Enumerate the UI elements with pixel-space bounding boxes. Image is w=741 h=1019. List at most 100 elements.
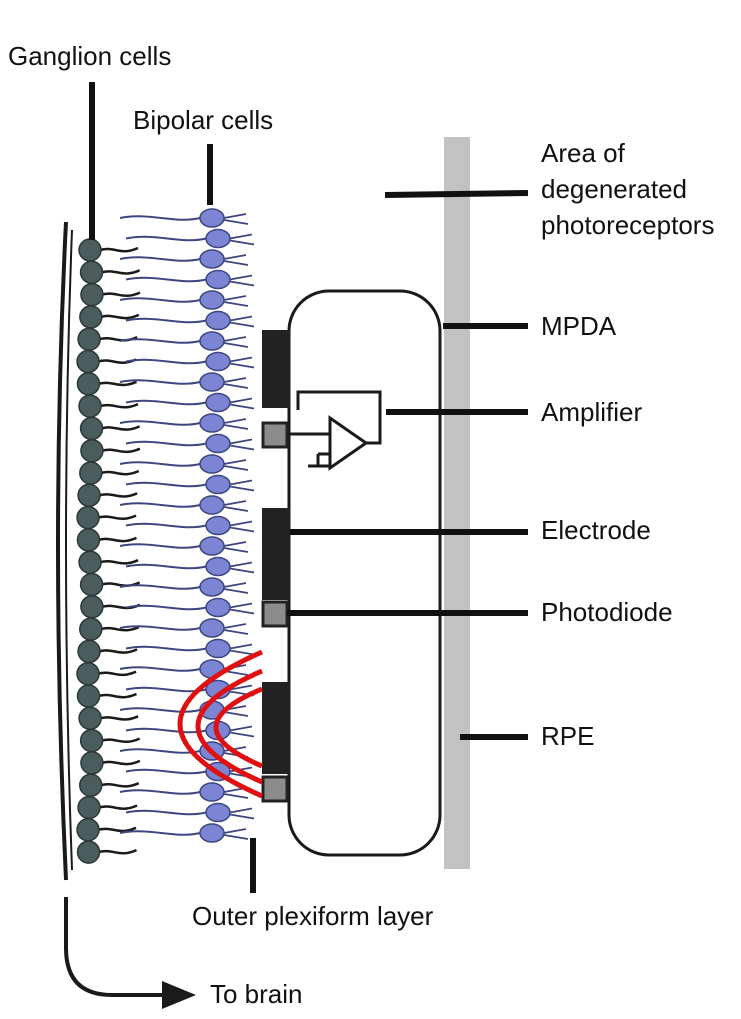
rpe-layer [444,137,470,869]
bipolar-dendrite [223,377,249,389]
bipolar-axon [119,338,201,344]
bipolar-dendrite [223,254,249,266]
photodiode-pad [261,775,289,803]
ganglion-cell [78,238,102,262]
bipolar-axon [125,481,207,488]
bipolar-dendrite [223,459,249,471]
bipolar-axon [119,297,201,303]
bipolar-axon [125,604,207,611]
bipolar-dendrite [223,623,249,635]
bipolar-axon [119,584,201,590]
ganglion-dendrite [100,625,140,632]
stimulation-field-lines [177,649,264,799]
bipolar-axon [125,768,207,775]
ganglion-dendrite [98,492,138,498]
bipolar-axon [119,543,201,549]
bipolar-dendrite [223,295,249,307]
amplifier-triangle-icon [328,415,369,471]
amplifier-circuit [287,390,382,471]
bipolar-cell [199,454,225,474]
bipolar-dendrite [229,479,255,492]
bipolar-cell [205,433,231,454]
ganglion-dendrite [98,804,138,810]
bipolar-dendrite [229,807,255,820]
ganglion-cell [79,305,103,329]
bipolar-axon [125,276,207,283]
bipolar-cell [205,597,231,618]
bipolar-axon [125,235,207,242]
electrode-label: Electrode [541,515,651,545]
bipolar-dendrite [223,418,249,430]
ganglion-dendrite [101,425,141,431]
area-label-line: Area of [541,138,625,168]
ganglion-dendrite [98,536,137,543]
ganglion-dendrite [98,848,138,855]
ganglion-dendrite [100,782,140,788]
bipolar-dendrite [229,438,255,451]
field-line [213,686,263,769]
bipolar-axon [119,502,201,508]
ganglion-cell [79,416,104,441]
nerve-fiber-layer [56,221,141,881]
ganglion-cell [79,572,104,597]
bipolar-axon [125,399,207,406]
ganglion-cell [76,818,100,842]
bipolar-cell [199,290,225,310]
bipolar-dendrite [229,274,255,287]
ganglion-dendrite [99,715,139,721]
nerve-fiber-bundle [56,221,68,881]
bipolar-axon [119,625,201,631]
bipolar-axon [125,686,207,693]
ganglion-cell [77,795,101,820]
area-label-line: photoreceptors [541,210,715,240]
photodiode-pad [261,600,289,628]
ganglion-dendrite [101,269,141,275]
ganglion-cell [80,595,104,619]
area-leader-line [384,190,529,198]
bipolar-axon [125,522,207,529]
bipolar-axon [119,666,201,672]
electrode-pad [262,682,290,774]
bipolar-axon [125,563,207,570]
ganglion-dendrite [98,692,138,699]
bipolar-cell [199,782,225,802]
bipolar-dendrite [223,828,249,840]
to-brain-label: To brain [210,979,303,1009]
ganglion-dendrite [101,759,141,766]
ganglion-cell [77,639,101,664]
ganglion-dendrite [97,670,137,677]
bipolar-dendrite [223,541,249,553]
bipolar-cells-label: Bipolar cells [133,105,274,135]
bipolar-cell [199,577,225,597]
bipolar-axon [125,317,207,324]
bipolar-cell [199,331,225,351]
ganglion-cell [76,505,100,530]
ganglion-dendrite [100,469,140,476]
ganglion-cell [80,282,104,307]
ganglion-dendrite [101,581,141,587]
bipolar-cell [205,228,231,249]
ganglion-cell [76,661,100,686]
ganglion-cell [76,349,100,374]
to-brain-arrow [64,897,166,997]
mpda-chip [287,289,442,857]
bipolar-cell [199,823,225,843]
bipolar-axon [119,215,201,221]
amplifier-feedback-wire [296,390,382,445]
bipolar-dendrite [229,356,255,369]
ganglion-cell [79,260,104,285]
bipolar-axon [119,461,201,467]
outer-plexiform-layer-label: Outer plexiform layer [192,901,434,931]
ganglion-cell [80,751,104,775]
bipolar-dendrite [223,582,249,594]
ganglion-dendrite [98,380,137,387]
ground-symbol-icon [308,452,330,468]
ganglion-cell [76,684,101,708]
ganglion-cells-label: Ganglion cells [8,41,172,71]
ganglion-cell-layer [76,238,104,864]
arrow-right-icon [162,981,196,1009]
bipolar-dendrite [229,315,255,328]
bipolar-dendrite [229,725,255,738]
bipolar-dendrite [229,397,255,410]
